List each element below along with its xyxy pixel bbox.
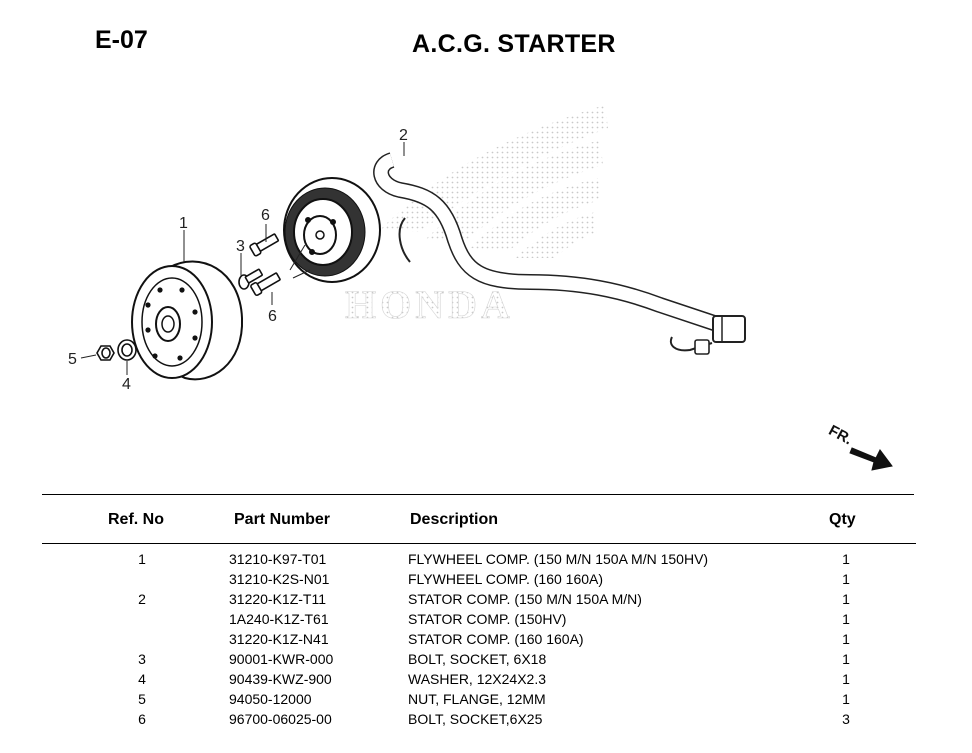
qty-cell: 1: [842, 651, 850, 667]
table-top-rule: [42, 494, 914, 495]
table-row: 1 31210-K97-T01 FLYWHEEL COMP. (150 M/N …: [0, 551, 972, 571]
qty-cell: 1: [842, 551, 850, 567]
leader-lines: [80, 142, 405, 375]
watermark-text: HONDA: [345, 282, 514, 327]
ref-cell: 4: [138, 671, 146, 687]
ref-cell: 2: [138, 591, 146, 607]
description-cell: STATOR COMP. (150HV): [408, 611, 567, 627]
qty-cell: 1: [842, 671, 850, 687]
col-header-part-number: Part Number: [234, 511, 331, 528]
col-header-qty: Qty: [829, 511, 856, 528]
part-number-cell: 94050-12000: [229, 691, 312, 707]
honda-wing-watermark: HONDA: [345, 105, 608, 327]
stator-wire-harness: [373, 152, 746, 355]
qty-cell: 1: [842, 591, 850, 607]
ref-cell: 3: [138, 651, 146, 667]
page-title: A.C.G. STARTER: [412, 30, 616, 58]
part-number-cell: 90439-KWZ-900: [229, 671, 332, 687]
socket-bolts: [238, 233, 281, 297]
table-row: 1A240-K1Z-T61 STATOR COMP. (150HV) 1: [0, 611, 972, 631]
callout-1: 1: [179, 215, 188, 232]
callout-6-upper: 6: [261, 207, 270, 224]
callout-2: 2: [399, 127, 408, 144]
direction-label: FR.: [826, 422, 855, 448]
description-cell: STATOR COMP. (160 160A): [408, 631, 584, 647]
table-row: 5 94050-12000 NUT, FLANGE, 12MM 1: [0, 691, 972, 711]
qty-cell: 1: [842, 571, 850, 587]
parts-diagram: HONDA: [68, 105, 893, 471]
description-cell: FLYWHEEL COMP. (160 160A): [408, 571, 604, 587]
washer: [117, 339, 137, 361]
description-cell: WASHER, 12X24X2.3: [408, 671, 546, 687]
ref-cell: 5: [138, 691, 146, 707]
description-cell: NUT, FLANGE, 12MM: [408, 691, 546, 707]
diagram-code: E-07: [95, 26, 148, 54]
ref-cell: 1: [138, 551, 146, 567]
callout-6-lower: 6: [268, 308, 277, 325]
description-cell: BOLT, SOCKET, 6X18: [408, 651, 547, 667]
part-number-cell: 90001-KWR-000: [229, 651, 334, 667]
qty-cell: 1: [842, 691, 850, 707]
description-cell: BOLT, SOCKET,6X25: [408, 711, 543, 727]
description-cell: FLYWHEEL COMP. (150 M/N 150A M/N 150HV): [408, 551, 709, 567]
flywheel: [131, 260, 244, 381]
table-row: 3 90001-KWR-000 BOLT, SOCKET, 6X18 1: [0, 651, 972, 671]
table-row: 6 96700-06025-00 BOLT, SOCKET,6X25 3: [0, 711, 972, 731]
col-header-description: Description: [410, 511, 499, 528]
callout-4: 4: [122, 376, 131, 393]
table-row: 4 90439-KWZ-900 WASHER, 12X24X2.3 1: [0, 671, 972, 691]
table-row: 31220-K1Z-N41 STATOR COMP. (160 160A) 1: [0, 631, 972, 651]
col-header-ref: Ref. No: [108, 511, 164, 528]
stator-assembly: [283, 177, 381, 283]
callout-3: 3: [236, 238, 245, 255]
callout-5: 5: [68, 351, 77, 368]
qty-cell: 1: [842, 611, 850, 627]
qty-cell: 3: [842, 711, 850, 727]
part-number-cell: 1A240-K1Z-T61: [229, 611, 329, 627]
ref-cell: 6: [138, 711, 146, 727]
table-row: 31210-K2S-N01 FLYWHEEL COMP. (160 160A) …: [0, 571, 972, 591]
front-direction-arrow: FR.: [826, 422, 893, 471]
part-number-cell: 31210-K2S-N01: [229, 571, 330, 587]
part-number-cell: 31220-K1Z-T11: [229, 591, 327, 607]
table-header-rule: [42, 543, 916, 544]
part-number-cell: 31210-K97-T01: [229, 551, 327, 567]
part-number-cell: 96700-06025-00: [229, 711, 332, 727]
description-cell: STATOR COMP. (150 M/N 150A M/N): [408, 591, 642, 607]
qty-cell: 1: [842, 631, 850, 647]
table-row: 2 31220-K1Z-T11 STATOR COMP. (150 M/N 15…: [0, 591, 972, 611]
part-number-cell: 31220-K1Z-N41: [229, 631, 329, 647]
flange-nut: [96, 345, 115, 361]
